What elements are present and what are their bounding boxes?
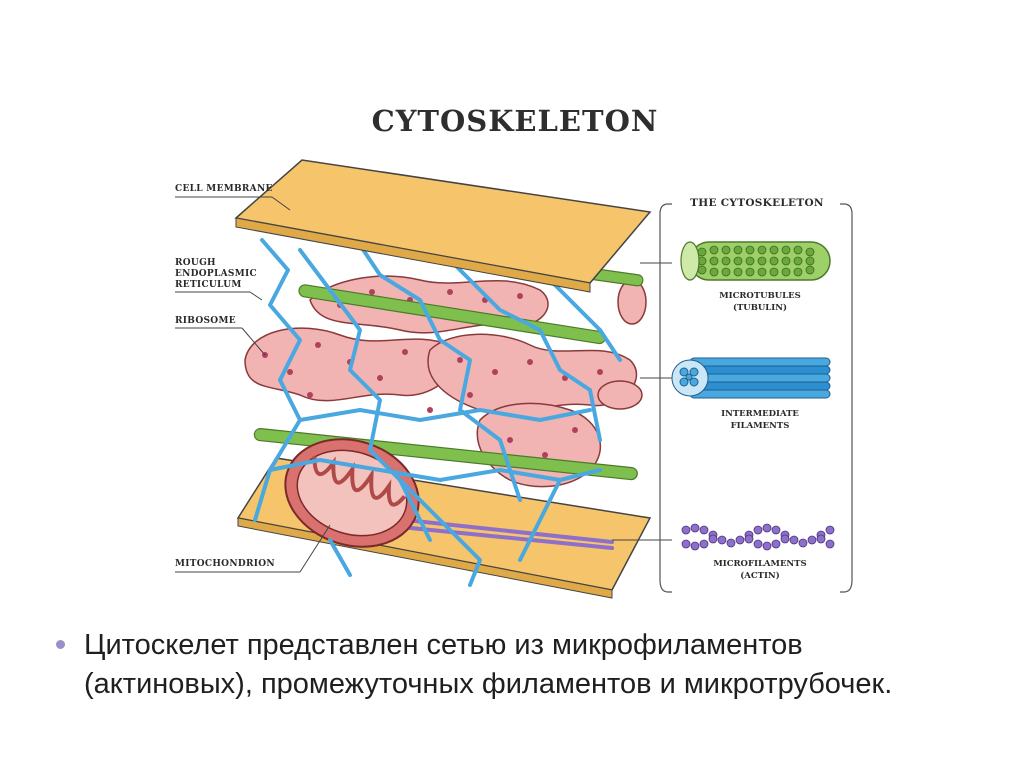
bullet-dot-icon (56, 640, 65, 649)
label-rough-er-2: ENDOPLASMIC (175, 269, 257, 280)
label-cell-membrane: CELL MEMBRANE (175, 184, 273, 195)
actin-icon (682, 524, 834, 550)
caption-microfilaments-1: MICROFILAMENTS (685, 558, 835, 570)
intermediate-filament-icon (672, 358, 830, 398)
caption-microtubules-2: (TUBULIN) (685, 302, 835, 314)
microtubule-icon (681, 242, 830, 280)
label-rough-er-3: RETICULUM (175, 280, 242, 291)
panel-title: THE CYTOSKELETON (672, 197, 842, 209)
caption-microtubules: MICROTUBULES (TUBULIN) (685, 290, 835, 314)
label-rough-er-1: ROUGH (175, 258, 216, 269)
cytoskeleton-diagram (0, 0, 1024, 600)
bullet-text: Цитоскелет представлен сетью из микрофил… (84, 626, 964, 704)
label-mitochondrion: MITOCHONDRION (175, 559, 275, 570)
caption-intermediate: INTERMEDIATE FILAMENTS (685, 408, 835, 432)
caption-microtubules-1: MICROTUBULES (685, 290, 835, 302)
caption-intermediate-2: FILAMENTS (685, 420, 835, 432)
caption-microfilaments: MICROFILAMENTS (ACTIN) (685, 558, 835, 582)
caption-microfilaments-2: (ACTIN) (685, 570, 835, 582)
label-ribosome: RIBOSOME (175, 316, 236, 327)
caption-intermediate-1: INTERMEDIATE (685, 408, 835, 420)
